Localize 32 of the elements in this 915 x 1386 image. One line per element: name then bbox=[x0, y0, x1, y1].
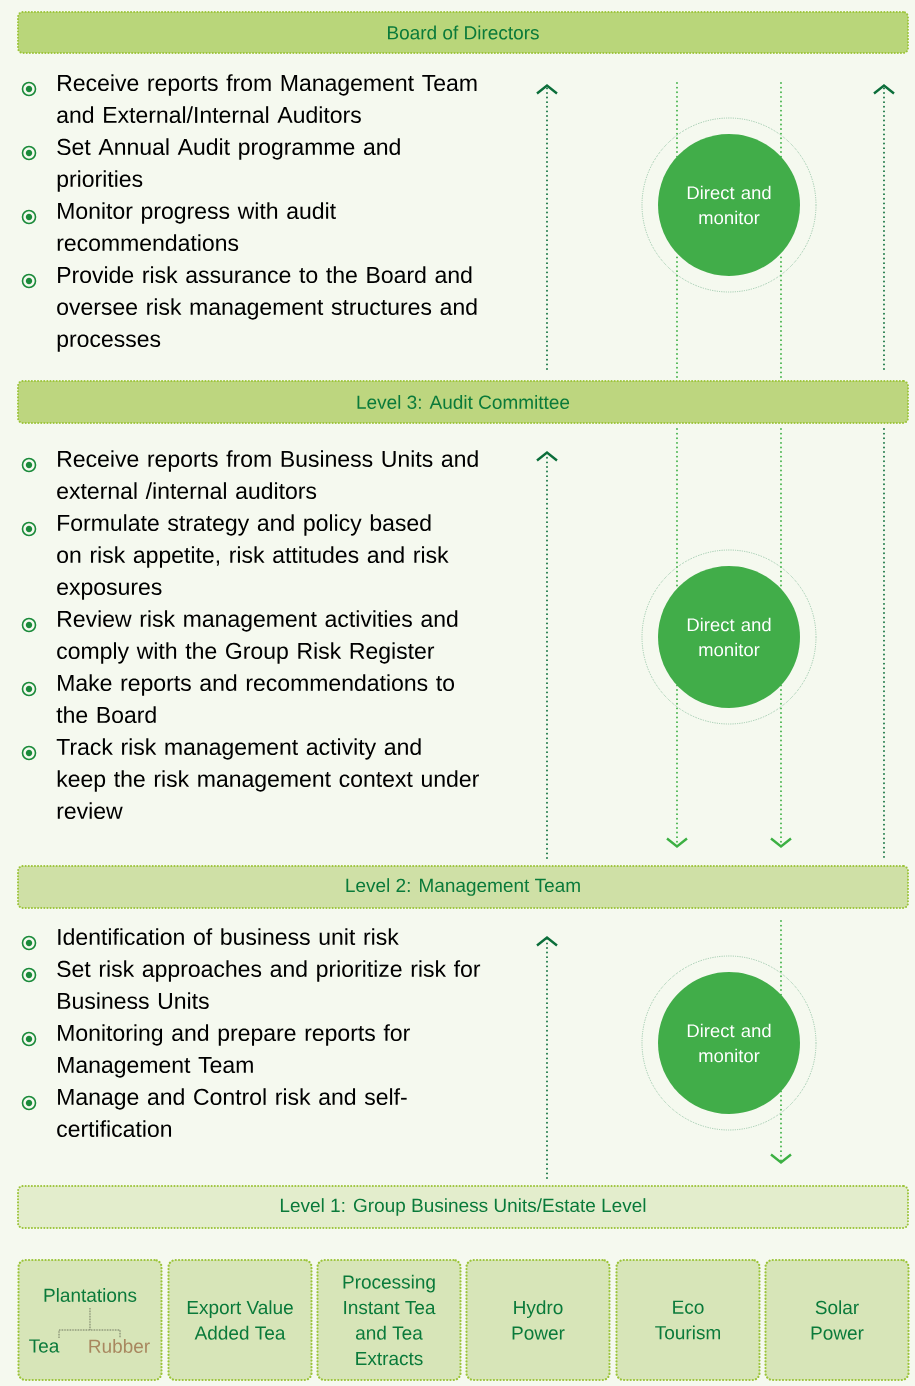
bullet-text: Review risk management activities and comply with the Group Risk Register bbox=[57, 610, 458, 664]
unit-box: Eco Tourism bbox=[615, 1258, 761, 1382]
dotted-arrow bbox=[873, 84, 895, 370]
bullet-text: Set Annual Audit programme and priorities bbox=[57, 138, 400, 192]
level-band: Level 2: Management Team bbox=[17, 865, 909, 909]
bullet-text: Set risk approaches and prioritize risk for Business Units bbox=[57, 960, 481, 1010]
bullet-text: Formulate strategy and policy based on risk appetite, risk attitudes and risk exposures bbox=[57, 514, 449, 600]
unit-box: Export Value Added Tea bbox=[167, 1258, 313, 1382]
bullet-text: Monitor progress with audit recommendations bbox=[57, 202, 336, 252]
bullet-text: Monitoring and prepare reports for Management Team bbox=[58, 1024, 410, 1078]
dotted-arrow bbox=[536, 84, 558, 370]
dotted-arrow bbox=[536, 936, 558, 1179]
circle-badge: Direct and monitor bbox=[641, 117, 817, 293]
unit-box: Processing Instant Tea and Tea Extracts bbox=[316, 1258, 462, 1382]
dotted-arrow bbox=[770, 684, 792, 848]
circle-badge: Direct and monitor bbox=[641, 955, 817, 1131]
bullet-text: Provide risk assurance to the Board and oversee risk management structures and processes bbox=[57, 266, 477, 352]
dotted-arrow bbox=[770, 1090, 792, 1164]
bullet-text: Track risk management activity and keep the risk management context under review bbox=[56, 738, 479, 820]
level-band: Board of Directors bbox=[17, 11, 909, 54]
dotted-arrow bbox=[666, 684, 688, 848]
circle-badge: Direct and monitor bbox=[641, 549, 817, 725]
bullet-text: Manage and Control risk and self-certification bbox=[57, 1088, 407, 1138]
dotted-arrow bbox=[536, 451, 558, 859]
level-band: Level 3: Audit Committee bbox=[17, 380, 909, 424]
unit-box: Solar Power bbox=[764, 1258, 910, 1382]
bullet-text: Make reports and recommendations to the Board bbox=[56, 674, 455, 724]
bullet-text: Receive reports from Management Team and External/Internal Auditors bbox=[57, 74, 477, 124]
bullet-text: Receive reports from Business Units and external /internal auditors bbox=[57, 450, 478, 500]
unit-box: Plantations Tea Rubber bbox=[17, 1258, 163, 1382]
unit-box: Hydro Power bbox=[465, 1258, 611, 1382]
level-band: Level 1: Group Business Units/Estate Level bbox=[17, 1185, 909, 1229]
